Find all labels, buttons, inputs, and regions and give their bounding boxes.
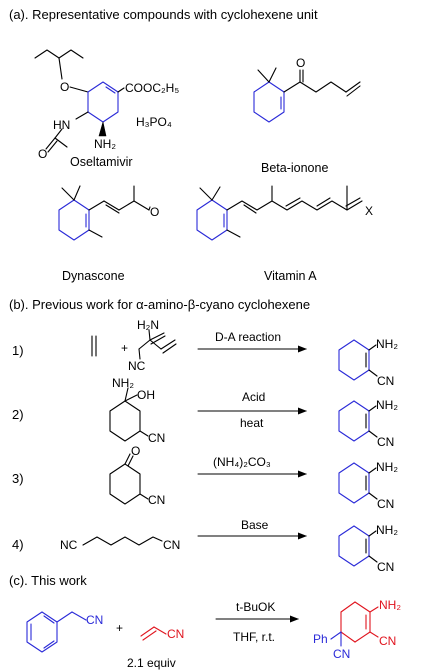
- beta-ionone-structure: [253, 67, 361, 123]
- row-4-number: 4): [12, 537, 24, 552]
- row-1-h2n: H₂N: [137, 318, 159, 332]
- row-1-number: 1): [12, 343, 24, 358]
- oseltamivir-hn-label: HN: [53, 118, 70, 132]
- product-2-nh2: NH₂: [376, 398, 398, 412]
- product-3-cn: CN: [377, 497, 394, 511]
- product-row-4: NH₂ CN: [338, 523, 398, 574]
- product-1-nh2: NH₂: [376, 337, 398, 351]
- oseltamivir-ester-label: COOC₂H₅: [125, 81, 179, 95]
- oseltamivir-structure: [34, 49, 125, 153]
- product-row-1: NH₂ CN: [338, 337, 398, 388]
- this-work-product-cn-right: CN: [379, 634, 396, 648]
- this-work-product-nh2: NH₂: [379, 598, 401, 612]
- this-work-product-cn-bottom: CN: [333, 647, 350, 661]
- benzyl-cyanide-cn: CN: [86, 613, 103, 627]
- acrylonitrile-cn: CN: [167, 627, 184, 641]
- row-4-nc: NC: [60, 538, 78, 552]
- row-3-reactant: [109, 453, 149, 505]
- section-b-heading: (b). Previous work for α-amino-β-cyano c…: [9, 297, 311, 312]
- dynascone-o: O: [150, 205, 159, 219]
- row-2-nh2: NH₂: [112, 376, 134, 390]
- product-2-cn: CN: [377, 435, 394, 449]
- product-row-3: NH₂ CN: [338, 460, 398, 511]
- row-1-plus: +: [121, 341, 128, 355]
- product-3-nh2: NH₂: [376, 460, 398, 474]
- oseltamivir-ring: [87, 81, 119, 123]
- row-4-cn: CN: [163, 538, 180, 552]
- this-work-product-structure: [330, 601, 379, 647]
- product-row-2: NH₂ CN: [338, 398, 398, 449]
- vitamin-a-structure: [196, 185, 363, 241]
- row-4-arrow-label: Base: [241, 518, 269, 532]
- benzyl-cyanide-structure: [26, 611, 87, 653]
- this-work-plus: +: [116, 621, 123, 635]
- row-2-cn: CN: [148, 431, 165, 445]
- product-4-nh2: NH₂: [376, 523, 398, 537]
- row-4-reactant: [82, 536, 163, 546]
- this-work-arrow-label-top: t-BuOK: [236, 600, 276, 614]
- this-work-product-ph: Ph: [313, 632, 328, 646]
- caption-dynascone: Dynascone: [62, 269, 125, 283]
- row-2-oh: OH: [137, 388, 155, 402]
- row-2-arrow-label-bottom: heat: [240, 416, 264, 430]
- product-1-cn: CN: [377, 374, 394, 388]
- row-3-arrow-label: (NH₄)₂CO₃: [213, 455, 271, 469]
- caption-vitamin-a: Vitamin A: [264, 269, 317, 283]
- beta-ionone-o: O: [296, 56, 305, 70]
- this-work-arrow-label-bottom: THF, r.t.: [233, 630, 275, 644]
- acrylonitrile-structure: [140, 626, 167, 641]
- row-3-cn: CN: [148, 493, 165, 507]
- oseltamivir-labels: O COOC₂H₅ HN O NH₂ H₃PO₄: [38, 80, 179, 161]
- caption-oseltamivir: Oseltamivir: [70, 155, 133, 169]
- row-1-reactants: [91, 329, 177, 360]
- oseltamivir-o-amide: O: [38, 147, 47, 161]
- section-c-heading: (c). This work: [9, 573, 87, 588]
- oseltamivir-o-ether: O: [60, 80, 69, 94]
- row-1-arrow-label: D-A reaction: [215, 330, 282, 344]
- vitamin-a-x: X: [365, 204, 373, 218]
- row-3-number: 3): [12, 471, 24, 486]
- dynascone-structure: [58, 185, 151, 241]
- row-3-o: O: [131, 444, 140, 458]
- row-2-number: 2): [12, 407, 24, 422]
- row-2-arrow-label-top: Acid: [242, 390, 266, 404]
- row-2-reactant: [109, 387, 149, 442]
- oseltamivir-acid-label: H₃PO₄: [136, 115, 172, 129]
- oseltamivir-nh2-label: NH₂: [94, 137, 116, 151]
- product-4-cn: CN: [377, 560, 394, 574]
- equiv-label: 2.1 equiv: [127, 656, 176, 670]
- row-1-nc: NC: [128, 359, 146, 373]
- caption-beta-ionone: Beta-ionone: [261, 161, 329, 175]
- section-a-heading: (a). Representative compounds with cyclo…: [9, 7, 318, 22]
